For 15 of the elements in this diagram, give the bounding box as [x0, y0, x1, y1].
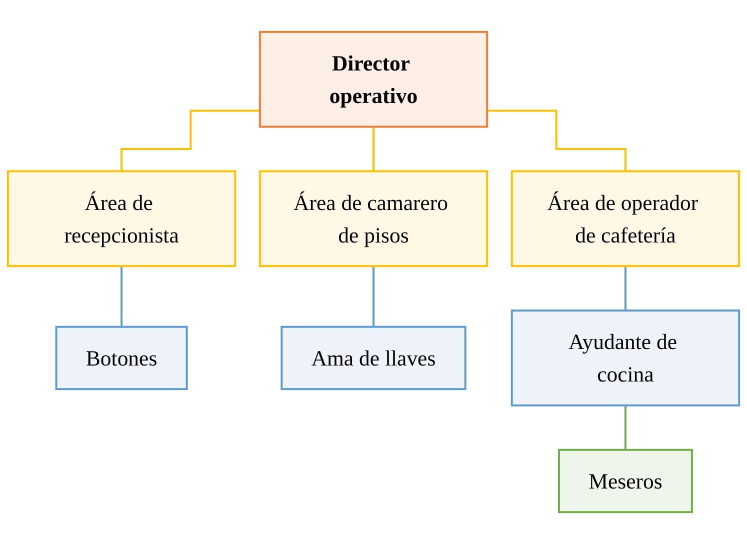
- connector: [372, 126, 374, 172]
- node-box: Área de camarero de pisos: [258, 170, 488, 268]
- connector: [624, 265, 626, 312]
- node-box: Ama de llaves: [280, 326, 466, 390]
- node-box: Meseros: [558, 448, 693, 514]
- node-box: Área de operador de cafetería: [510, 170, 740, 268]
- connector: [487, 110, 626, 172]
- node-box: Área de recepcionista: [6, 170, 236, 268]
- node-box: Director operativo: [258, 30, 488, 128]
- connector: [624, 404, 626, 451]
- node-box: Botones: [55, 326, 188, 390]
- connector: [120, 110, 260, 172]
- node-box: Ayudante de cocina: [510, 310, 740, 406]
- connector: [120, 265, 123, 328]
- connector: [372, 265, 374, 328]
